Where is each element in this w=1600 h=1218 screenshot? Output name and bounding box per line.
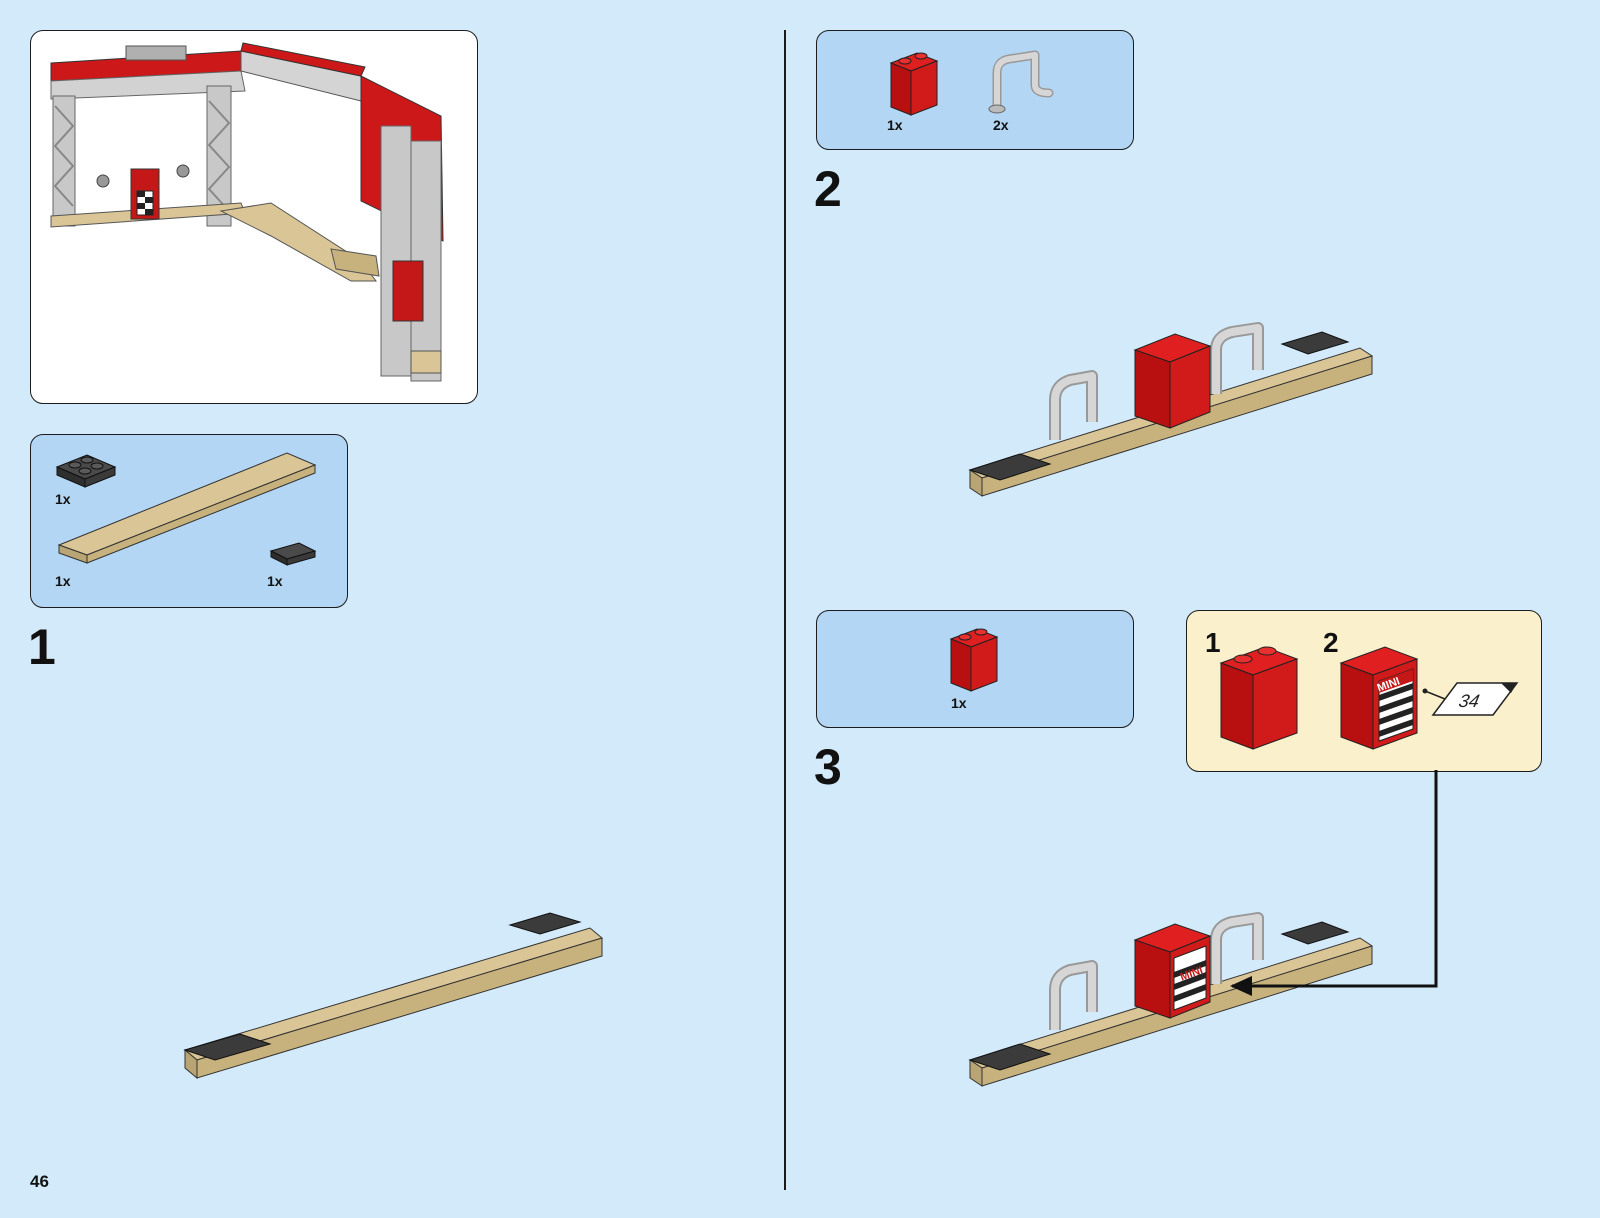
step-3-part-1-qty: 1x <box>951 695 967 711</box>
red-brick-1x2x2-icon <box>887 49 947 119</box>
page-divider <box>784 30 786 1190</box>
tan-plate-2x16-icon <box>53 447 323 547</box>
step-1-number: 1 <box>28 622 56 672</box>
step-2-part-2-qty: 2x <box>993 117 1009 133</box>
gray-bar-holder-icon <box>987 45 1067 115</box>
dark-gray-plate-1x2-icon <box>269 541 319 571</box>
step-2-part-1-qty: 1x <box>887 117 903 133</box>
red-brick-1x2x2-icon <box>947 625 1007 695</box>
step-2-number: 2 <box>814 164 842 214</box>
sticker-pointer-line <box>1405 689 1485 749</box>
model-overview-panel <box>30 30 478 404</box>
page-number: 46 <box>30 1172 49 1192</box>
step-2-parts-box: 1x 2x <box>816 30 1134 150</box>
step-1-parts-box: 1x 1x 1x <box>30 434 348 608</box>
step-1-part-3-qty: 1x <box>267 573 283 589</box>
plain-red-brick-icon <box>1217 641 1307 751</box>
sticker-callout-box: 1 2 MINI 34 <box>1186 610 1542 772</box>
step-1-part-2-qty: 1x <box>55 573 71 589</box>
finished-model-illustration <box>31 31 479 405</box>
step-3-parts-box: 1x <box>816 610 1134 728</box>
step-2-assembly-illustration <box>970 290 1410 530</box>
callout-pointer-arrow <box>1200 770 1440 1000</box>
step-3-number: 3 <box>814 742 842 792</box>
step-1-assembly-illustration <box>180 900 620 1120</box>
